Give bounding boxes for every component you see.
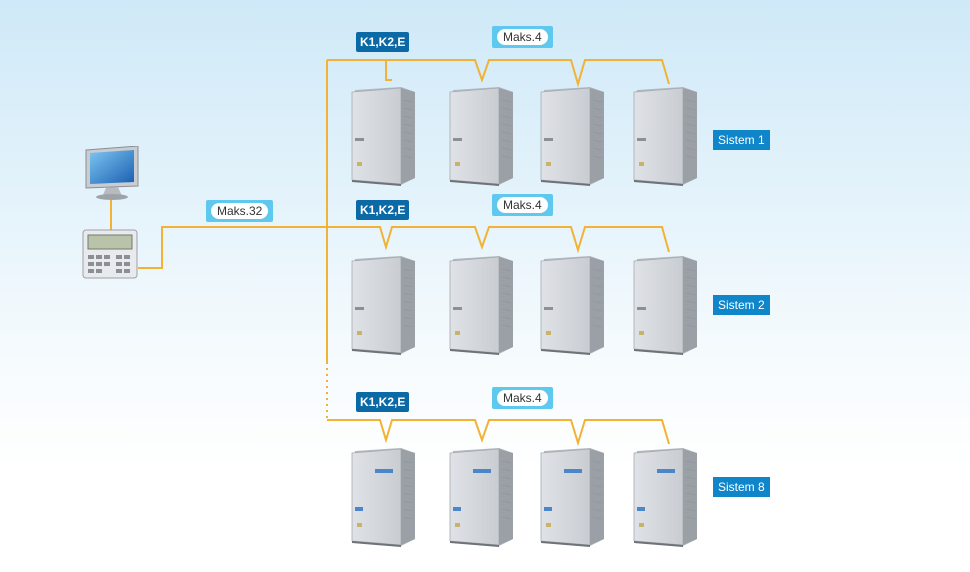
computer-monitor-icon <box>84 145 142 207</box>
sys2-max-label: Maks.4 <box>492 194 553 216</box>
sys8-wire <box>327 419 670 447</box>
sys2-max-label-text: Maks.4 <box>497 197 548 213</box>
sys8-max-label-text: Maks.4 <box>497 390 548 406</box>
sys1-name-tag: Sistem 1 <box>713 130 770 150</box>
outdoor-unit-icon <box>631 255 697 355</box>
sys1-bus-label: K1,K2,E <box>356 32 410 52</box>
outdoor-unit-icon <box>538 86 604 186</box>
sys8-name-tag: Sistem 8 <box>713 477 770 497</box>
outdoor-unit-icon <box>349 255 415 355</box>
outdoor-unit-icon <box>538 255 604 355</box>
outdoor-unit-icon <box>349 447 415 547</box>
sys8-max-label: Maks.4 <box>492 387 553 409</box>
outdoor-unit-icon <box>447 86 513 186</box>
sys2-name-tag: Sistem 2 <box>713 295 770 315</box>
sys1-max-label: Maks.4 <box>492 26 553 48</box>
sys2-wire <box>327 226 670 254</box>
controller-bus-wire <box>138 226 327 269</box>
controller-link-label-text: Maks.32 <box>211 203 269 219</box>
sys1-wire-a <box>327 59 392 81</box>
outdoor-unit-icon <box>631 86 697 186</box>
sys8-bus-label: K1,K2,E <box>356 392 410 412</box>
controller-link-label: Maks.32 <box>206 200 274 222</box>
outdoor-unit-icon <box>631 447 697 547</box>
sys1-wire-b <box>386 59 670 88</box>
sys1-max-label-text: Maks.4 <box>497 29 548 45</box>
outdoor-unit-icon <box>538 447 604 547</box>
outdoor-unit-icon <box>447 255 513 355</box>
sys2-bus-label: K1,K2,E <box>356 200 410 220</box>
outdoor-unit-icon <box>349 86 415 186</box>
outdoor-unit-icon <box>447 447 513 547</box>
central-controller-icon <box>82 229 138 284</box>
